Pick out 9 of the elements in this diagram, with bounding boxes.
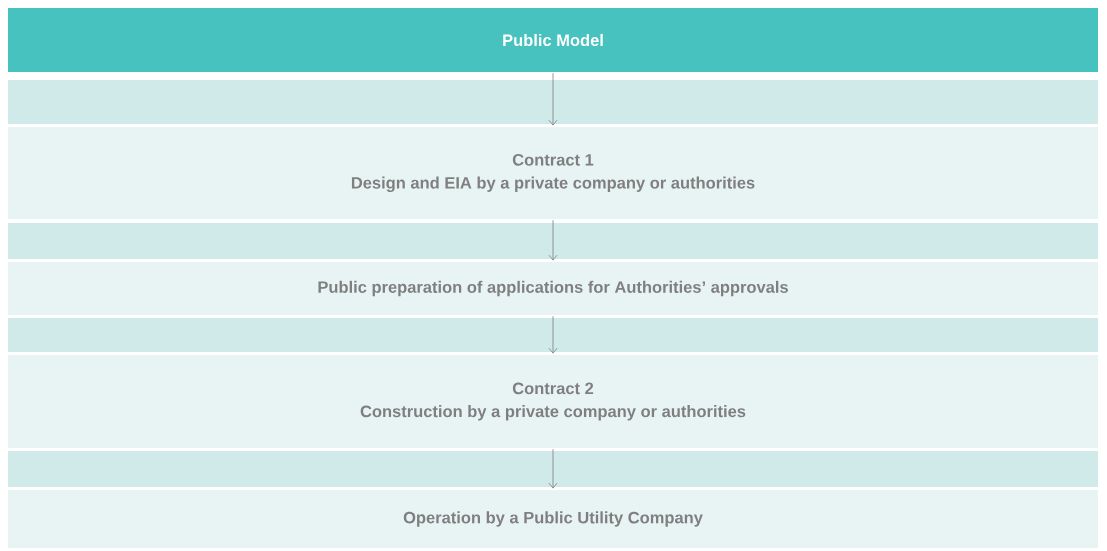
step-box: Public preparation of applications for Authorities’ approvals [8,262,1098,315]
step-box: Contract 2 Construction by a private company or authorities [8,355,1098,448]
step-box: Contract 1 Design and EIA by a private company or authorities [8,127,1098,219]
step-box: Operation by a Public Utility Company [8,490,1098,548]
arrow [548,219,558,261]
arrow [548,315,558,354]
arrow [548,72,558,126]
arrow [548,448,558,489]
header-bar: Public Model [8,8,1098,72]
